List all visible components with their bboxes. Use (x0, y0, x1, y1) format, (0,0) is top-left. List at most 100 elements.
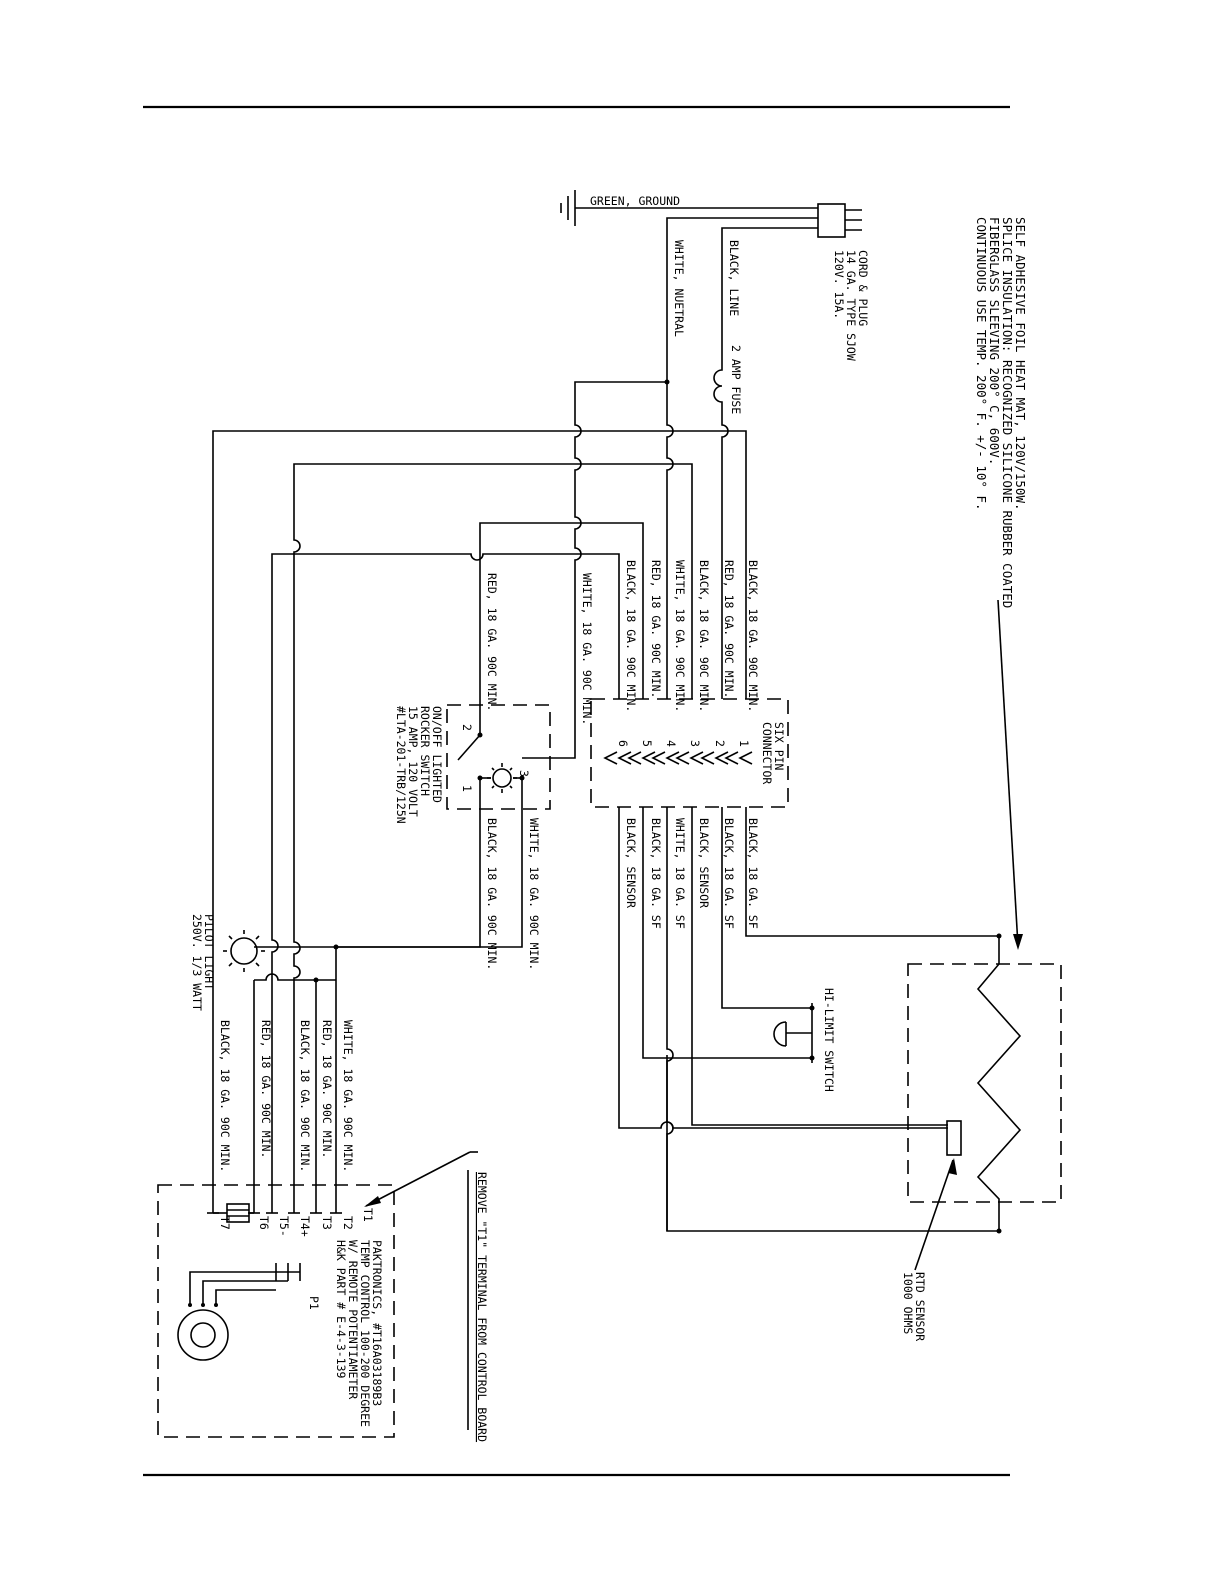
rtd-line-1: RTD SENSOR (913, 1272, 927, 1341)
wire-in-label-6: BLACK, 18 GA. 90C MIN. (624, 560, 638, 712)
wire-out-label-5: BLACK, 18 GA. SF (649, 818, 663, 929)
switch-red-in-label: RED, 18 GA. 90C MIN. (485, 573, 499, 711)
terminal-t3: T3 (320, 1216, 334, 1230)
connector-title-2: CONNECTOR (760, 722, 774, 784)
pin-4-label: 4 (664, 740, 678, 747)
wire-out-label-3: BLACK, SENSOR (697, 818, 711, 908)
wire-in-label-2: RED, 18 GA. 90C MIN. (722, 560, 736, 698)
pin-1-label: 1 (737, 740, 751, 747)
wire-pin6-in (271, 553, 620, 1213)
terminal-t4: T4+ (298, 1216, 312, 1237)
connector-title-1: SIX PIN (772, 722, 786, 771)
heat-mat-arrowhead (1013, 934, 1023, 950)
wire-pin5-in (479, 522, 644, 699)
switch-terminal-2: 2 (460, 724, 474, 731)
terminal-t1: T1 (361, 1208, 375, 1222)
potentiometer (177, 1263, 301, 1361)
switch-black-out-label: BLACK, 18 GA. 90C MIN. (485, 818, 499, 970)
terminal-t2: T2 (341, 1216, 355, 1230)
control-wire-label-4: RED, 18 GA. 90C MIN. (259, 1020, 273, 1158)
neutral-branch (522, 381, 667, 759)
switch-terminal-1: 1 (460, 785, 474, 792)
plug-body (817, 203, 846, 238)
rtd-line-2: 1000 OHMS (901, 1272, 915, 1334)
wire-in-label-5: RED, 18 GA. 90C MIN. (649, 560, 663, 698)
connector-pins: 1 2 3 4 5 6 (603, 740, 753, 765)
pin-6-label: 6 (616, 740, 630, 747)
wire-out-label-2: BLACK, 18 GA. SF (722, 818, 736, 929)
rocker-line-4: #LTA-201-TRB/125N (394, 706, 408, 824)
cord-line-3: 120V. 15A. (832, 250, 846, 319)
wire-pin3-out (691, 807, 948, 1126)
wire-pin4-out (666, 807, 674, 1231)
pilot-line-2: 250V. 1/3 WATT (190, 914, 204, 1011)
rocker-switch-outline (446, 704, 551, 810)
control-line-2: TEMP CONTROL 100-200 DEGREE (358, 1240, 372, 1427)
control-board-label: PAKTRONICS, #T16A03189B3 TEMP CONTROL 10… (334, 1240, 384, 1427)
heat-mat-note: SELF ADHESIVE FOIL HEAT MAT, 120V/150W. … (974, 217, 1028, 608)
control-board-outline (157, 1184, 395, 1438)
switch-terminal-3: 3 (517, 770, 531, 777)
terminal-t6: T6 (257, 1216, 271, 1230)
wire-in-label-4: WHITE, 18 GA. 90C MIN. (673, 560, 687, 712)
control-wire-label-2: RED, 18 GA. 90C MIN. (320, 1020, 334, 1158)
heater-mat-outline (907, 963, 1062, 1203)
pin-3-label: 3 (688, 740, 702, 747)
switch-white-out-label: WHITE, 18 GA. 90C MIN. (527, 818, 541, 970)
pin-5-label: 5 (640, 740, 654, 747)
six-pin-connector (590, 698, 789, 808)
remove-t1-note: REMOVE "T1" TERMINAL FROM CONTROL BOARD (475, 1172, 489, 1442)
rtd-leader (914, 1159, 954, 1271)
wire-out-label-4: WHITE, 18 GA. SF (673, 818, 687, 929)
rtd-sensor (946, 1120, 962, 1156)
wire-in-label-3: BLACK, 18 GA. 90C MIN. (697, 560, 711, 712)
terminal-t5: T5- (277, 1216, 291, 1237)
cord-label: CORD & PLUG 14 GA. TYPE SJOW 120V. 15A. (832, 250, 870, 361)
pilot-line-1: PILOT LIGHT (202, 914, 216, 990)
control-line-1: PAKTRONICS, #T16A03189B3 (370, 1240, 384, 1406)
hi-limit-label: HI-LIMIT SWITCH (822, 988, 836, 1092)
rtd-label: RTD SENSOR 1000 OHMS (901, 1272, 927, 1341)
neutral-wire (666, 217, 818, 699)
pilot-label: PILOT LIGHT 250V. 1/3 WATT (190, 914, 216, 1011)
rocker-line-2: ROCKER SWITCH (418, 706, 432, 796)
wire-in-label-1: BLACK, 18 GA. 90C MIN. (746, 560, 760, 712)
rocker-switch-lamp (487, 763, 517, 793)
wire-pin1-in (212, 430, 747, 1213)
pilot-light (223, 930, 265, 972)
cord-line-1: CORD & PLUG (856, 250, 870, 326)
hi-limit-switch (773, 1003, 815, 1063)
control-wire-label-3: BLACK, 18 GA. 90C MIN. (298, 1020, 312, 1172)
ground-symbol (560, 190, 576, 226)
heat-mat-line-3: FIBERGLASS SLEEVING 200° C, 600V. (987, 217, 1002, 465)
rocker-line-3: 15 AMP, 120 VOLT (406, 706, 420, 817)
switch-black-out (254, 778, 481, 948)
wire-pin1-out (666, 807, 1022, 1232)
terminal-t7: T7 (218, 1216, 232, 1230)
switch-white-in-label: WHITE, 18 GA. 90C MIN. (580, 573, 594, 725)
cord-line-2: 14 GA. TYPE SJOW (844, 250, 858, 361)
heat-mat-line-4: CONTINUOUS USE TEMP. 200° F. +/- 10° F. (974, 217, 989, 511)
wire-pin3-in (293, 463, 693, 1213)
bus-lower (254, 973, 336, 981)
wire-pin6-out (618, 807, 948, 1129)
pin-2-label: 2 (713, 740, 727, 747)
heat-mat-leader (997, 599, 1019, 947)
control-board-terminals (207, 1203, 342, 1223)
heat-mat-line-1: SELF ADHESIVE FOIL HEAT MAT, 120V/150W. (1013, 217, 1028, 511)
wire-pin2-out (721, 807, 812, 1009)
white-neutral-label: WHITE, NUETRAL (672, 240, 686, 337)
pot-label: P1 (307, 1296, 321, 1310)
rocker-line-1: ON/OFF LIGHTED (430, 706, 444, 803)
wire-out-label-6: BLACK, SENSOR (624, 818, 638, 908)
ground-label: GREEN, GROUND (590, 194, 680, 208)
control-wire-label-1: WHITE, 18 GA. 90C MIN. (341, 1020, 355, 1172)
rocker-switch-contacts (457, 545, 525, 781)
remove-t1-leader (365, 1151, 471, 1207)
wire-pin5-out (642, 807, 812, 1059)
control-line-3: W/ REMOTE POTENTIAMETER (346, 1240, 360, 1399)
rocker-switch-label: ON/OFF LIGHTED ROCKER SWITCH 15 AMP, 120… (394, 706, 444, 824)
black-line-label: BLACK, LINE (727, 240, 741, 316)
control-line-4: H&K PART # E-4-3-139 (334, 1240, 348, 1379)
